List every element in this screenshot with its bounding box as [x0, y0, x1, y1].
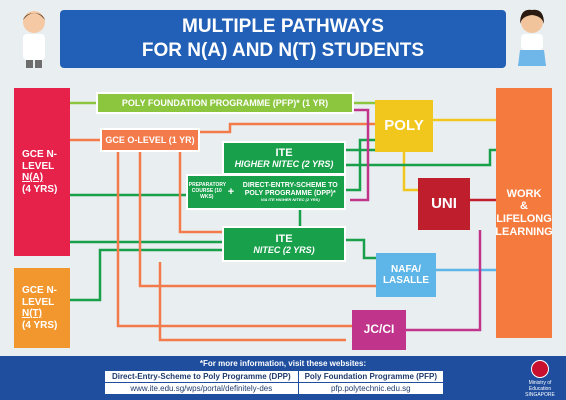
title-banner: MULTIPLE PATHWAYS FOR N(A) AND N(T) STUD… — [60, 10, 506, 68]
arrow-poly-uni — [402, 152, 418, 192]
pfp-url-link[interactable]: pfp.polytechnic.edu.sg — [297, 382, 445, 395]
prep-course-label: PREPARATORY COURSE (10 WKS) — [188, 182, 227, 200]
nafa-label: NAFA/ LASALLE — [382, 263, 430, 287]
arrow-olevel-nafa — [138, 152, 376, 288]
girl-student-icon — [518, 9, 546, 66]
dpp-line2: VIA ITE HIGHER NITEC (2 YRS) — [260, 196, 320, 202]
dpp-title-cell: Direct-Entry-Scheme to Poly Programme (D… — [104, 370, 299, 383]
arrow-ite-work — [346, 148, 496, 167]
plus-sign: + — [227, 185, 235, 198]
arrow-olevel-jc — [116, 152, 352, 328]
olevel-box: GCE O-LEVEL (1 YR) — [100, 128, 200, 152]
title-line2: FOR N(A) AND N(T) STUDENTS — [141, 40, 425, 61]
pfp-box: POLY FOUNDATION PROGRAMME (PFP)* (1 YR) — [96, 92, 354, 114]
dpp-text: DIRECT-ENTRY-SCHEME TO POLY PROGRAMME (D… — [237, 182, 343, 203]
moe-crest-icon — [531, 360, 549, 378]
gcent-line3: (4 YRS) — [22, 319, 58, 331]
jc-ci-box: JC/CI — [352, 310, 406, 350]
work-lifelong-learning-box: WORK & LIFELONG LEARNING — [495, 88, 553, 338]
footer: *For more information, visit these websi… — [0, 356, 566, 400]
arrow-jc-uni — [406, 230, 482, 332]
footer-links-table: Direct-Entry-Scheme to Poly Programme (D… — [104, 370, 445, 395]
arrow-nitec-nt — [158, 262, 346, 342]
arrow-nitec-work — [346, 238, 376, 260]
work-line2: & — [520, 200, 528, 213]
arrow-nt-nitec — [70, 248, 222, 302]
gcena-line1: GCE N-LEVEL — [22, 149, 57, 172]
ite-higher-line1: ITE — [275, 146, 293, 159]
gcena-line3: (4 YRS) — [22, 183, 58, 195]
boy-student-icon — [23, 11, 45, 68]
ite-nitec-line2: NITEC (2 YRS) — [253, 245, 315, 256]
olevel-label: GCE O-LEVEL (1 YR) — [105, 134, 195, 145]
gce-n-level-na-box: GCE N-LEVEL N(A) (4 YRS) — [14, 88, 70, 256]
gcent-line2: N(T) — [22, 308, 42, 319]
ite-higher-line2: HIGHER NITEC (2 YRS) — [234, 159, 334, 170]
pfp-title-cell: Poly Foundation Programme (PFP) — [297, 370, 445, 383]
ite-nitec-box: ITE NITEC (2 YRS) — [222, 226, 346, 262]
moe-label: Ministry of Education SINGAPORE — [525, 380, 555, 398]
work-line3: LIFELONG LEARNING — [495, 213, 553, 238]
table-row: www.ite.edu.sg/wps/portal/definitely-des… — [104, 382, 445, 395]
dpp-url-link[interactable]: www.ite.edu.sg/wps/portal/definitely-des — [104, 382, 299, 395]
gcena-line2: N(A) — [22, 172, 44, 183]
arrow-olevel-ite — [178, 152, 222, 234]
nafa-lasalle-box: NAFA/ LASALLE — [376, 253, 436, 297]
title-line1: MULTIPLE PATHWAYS — [182, 16, 384, 37]
gce-n-level-nt-box: GCE N-LEVEL N(T) (4 YRS) — [14, 268, 70, 348]
poly-label: POLY — [384, 117, 424, 135]
pfp-label: POLY FOUNDATION PROGRAMME (PFP)* (1 YR) — [121, 97, 329, 108]
dpp-box: PREPARATORY COURSE (10 WKS) + DIRECT-ENT… — [186, 174, 346, 210]
ite-higher-nitec-box: ITE HIGHER NITEC (2 YRS) — [222, 141, 346, 175]
footer-heading: *For more information, visit these websi… — [199, 359, 367, 368]
arrow-olevel-poly — [200, 122, 375, 134]
gcent-line1: GCE N-LEVEL — [22, 285, 57, 308]
table-row: Direct-Entry-Scheme to Poly Programme (D… — [104, 370, 445, 383]
poly-box: POLY — [375, 100, 433, 152]
ite-nitec-line1: ITE — [275, 232, 293, 245]
moe-logo: Ministry of Education SINGAPORE — [518, 360, 562, 398]
uni-label: UNI — [431, 195, 457, 213]
uni-box: UNI — [418, 178, 470, 230]
jcci-label: JC/CI — [363, 322, 395, 337]
work-line1: WORK — [506, 187, 542, 200]
arrow-pfp-loop — [350, 108, 370, 202]
dpp-line1: DIRECT-ENTRY-SCHEME TO POLY PROGRAMME (D… — [242, 181, 338, 197]
